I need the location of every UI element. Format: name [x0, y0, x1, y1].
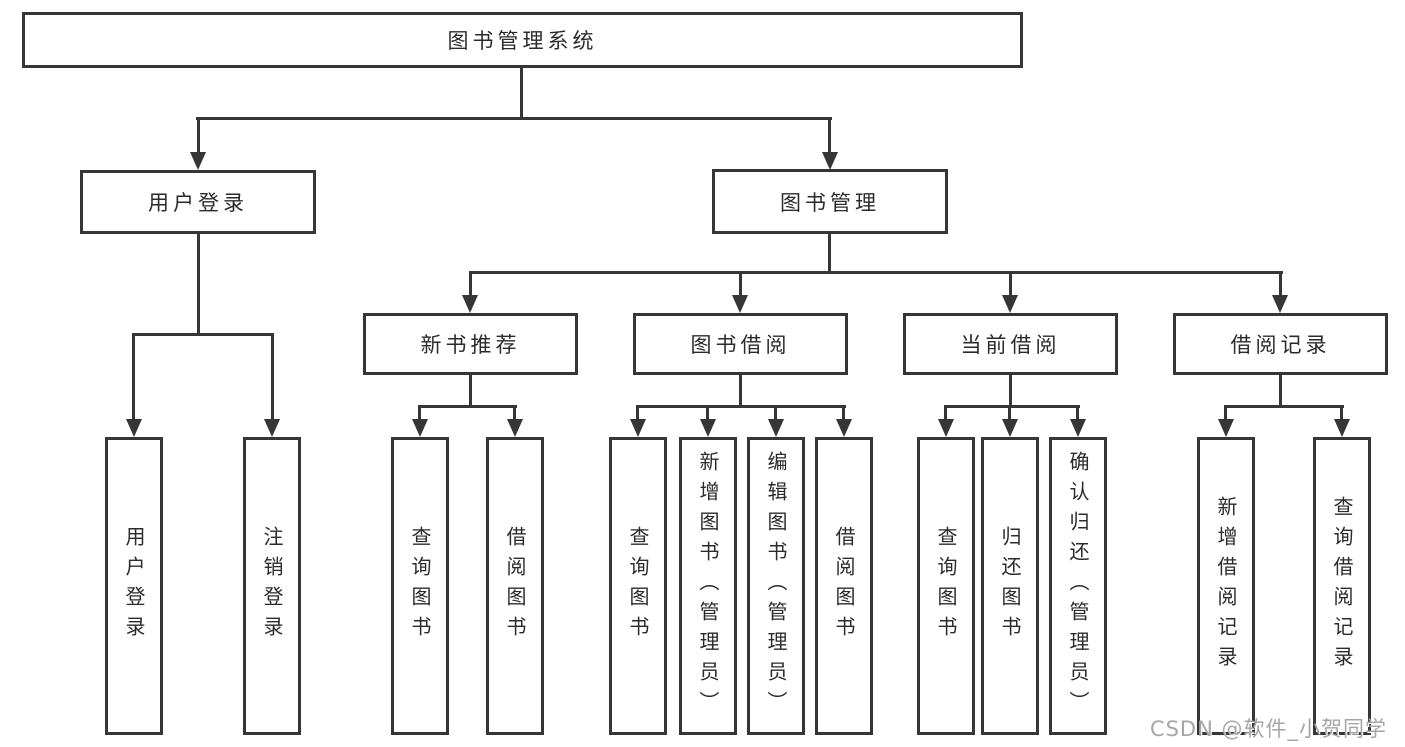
connector-line: [828, 120, 831, 152]
arrowhead-icon: [836, 419, 852, 437]
leaf-logout-label: 注销登录: [260, 526, 284, 646]
node-book-management: 图书管理: [712, 169, 948, 234]
connector-line: [1340, 408, 1343, 419]
connector-line: [944, 408, 947, 419]
leaf-query-books-current: 查询图书: [917, 437, 975, 735]
node-user-login: 用户登录: [80, 170, 316, 234]
arrowhead-icon: [1002, 295, 1018, 313]
leaf-edit-book-admin: 编辑图书（管理员）: [747, 437, 805, 735]
connector-line: [469, 271, 1283, 274]
connector-line: [1279, 375, 1282, 408]
leaf-query-borrow-record-label: 查询借阅记录: [1330, 496, 1354, 676]
leaf-query-books-borrowing-label: 查询图书: [626, 526, 650, 646]
leaf-confirm-return-admin: 确认归还（管理员）: [1049, 437, 1107, 735]
leaf-return-book-label: 归还图书: [998, 526, 1022, 646]
connector-line: [774, 408, 777, 419]
connector-line: [271, 336, 274, 419]
node-borrowing-records-label: 借阅记录: [1230, 333, 1331, 357]
leaf-borrow-books-borrowing: 借阅图书: [815, 437, 873, 735]
arrowhead-icon: [412, 419, 428, 437]
connector-line: [1224, 408, 1227, 419]
connector-line: [132, 336, 135, 419]
leaf-query-books-recommend: 查询图书: [391, 437, 449, 735]
arrowhead-icon: [630, 419, 646, 437]
connector-line: [197, 234, 200, 336]
connector-line: [1076, 408, 1079, 419]
leaf-borrow-books-recommend: 借阅图书: [486, 437, 544, 735]
connector-line: [1009, 375, 1012, 408]
leaf-add-book-admin-label: 新增图书（管理员）: [696, 451, 720, 721]
arrowhead-icon: [1334, 419, 1350, 437]
connector-line: [1009, 274, 1012, 295]
connector-line: [1279, 274, 1282, 295]
leaf-logout: 注销登录: [243, 437, 301, 735]
csdn-watermark: CSDN @软件_小贺同学: [1149, 717, 1387, 741]
connector-line: [513, 408, 516, 419]
arrowhead-icon: [190, 152, 206, 170]
leaf-query-borrow-record: 查询借阅记录: [1313, 437, 1371, 735]
arrowhead-icon: [822, 152, 838, 170]
connector-line: [469, 274, 472, 295]
node-user-login-label: 用户登录: [148, 191, 248, 215]
leaf-query-books-recommend-label: 查询图书: [408, 526, 432, 646]
leaf-return-book: 归还图书: [981, 437, 1039, 735]
leaf-query-books-current-label: 查询图书: [934, 526, 958, 646]
connector-line: [828, 234, 831, 274]
leaf-user-login-label: 用户登录: [122, 526, 146, 646]
arrowhead-icon: [938, 419, 954, 437]
leaf-add-borrow-record: 新增借阅记录: [1197, 437, 1255, 735]
connector-line: [842, 408, 845, 419]
leaf-user-login: 用户登录: [105, 437, 163, 735]
connector-line: [739, 375, 742, 408]
connector-line: [196, 117, 832, 120]
connector-line: [520, 68, 523, 120]
connector-line: [1224, 405, 1344, 408]
node-root: 图书管理系统: [22, 12, 1023, 68]
connector-line: [132, 333, 274, 336]
node-book-borrowing: 图书借阅: [633, 313, 848, 375]
leaf-edit-book-admin-label: 编辑图书（管理员）: [764, 451, 788, 721]
arrowhead-icon: [1218, 419, 1234, 437]
leaf-add-borrow-record-label: 新增借阅记录: [1214, 496, 1238, 676]
connector-line: [706, 408, 709, 419]
arrowhead-icon: [507, 419, 523, 437]
arrowhead-icon: [732, 295, 748, 313]
connector-line: [739, 274, 742, 295]
leaf-add-book-admin: 新增图书（管理员）: [679, 437, 737, 735]
connector-line: [197, 120, 200, 152]
connector-line: [944, 405, 1080, 408]
arrowhead-icon: [768, 419, 784, 437]
node-current-borrowing: 当前借阅: [903, 313, 1118, 375]
connector-line: [469, 375, 472, 408]
connector-line: [636, 405, 846, 408]
arrowhead-icon: [1070, 419, 1086, 437]
connector-line: [418, 405, 517, 408]
leaf-confirm-return-admin-label: 确认归还（管理员）: [1066, 451, 1090, 721]
leaf-borrow-books-borrowing-label: 借阅图书: [832, 526, 856, 646]
node-borrowing-records: 借阅记录: [1173, 313, 1388, 375]
node-root-label: 图书管理系统: [447, 29, 598, 53]
arrowhead-icon: [1002, 419, 1018, 437]
node-book-borrowing-label: 图书借阅: [690, 333, 791, 357]
arrowhead-icon: [700, 419, 716, 437]
node-current-borrowing-label: 当前借阅: [960, 333, 1061, 357]
node-book-management-label: 图书管理: [780, 190, 880, 215]
connector-line: [636, 408, 639, 419]
connector-line: [418, 408, 421, 419]
leaf-borrow-books-recommend-label: 借阅图书: [503, 526, 527, 646]
node-new-book-recommend-label: 新书推荐: [420, 333, 521, 357]
arrowhead-icon: [264, 419, 280, 437]
arrowhead-icon: [462, 295, 478, 313]
arrowhead-icon: [126, 419, 142, 437]
leaf-query-books-borrowing: 查询图书: [609, 437, 667, 735]
node-new-book-recommend: 新书推荐: [363, 313, 578, 375]
connector-line: [1008, 408, 1011, 419]
arrowhead-icon: [1272, 295, 1288, 313]
